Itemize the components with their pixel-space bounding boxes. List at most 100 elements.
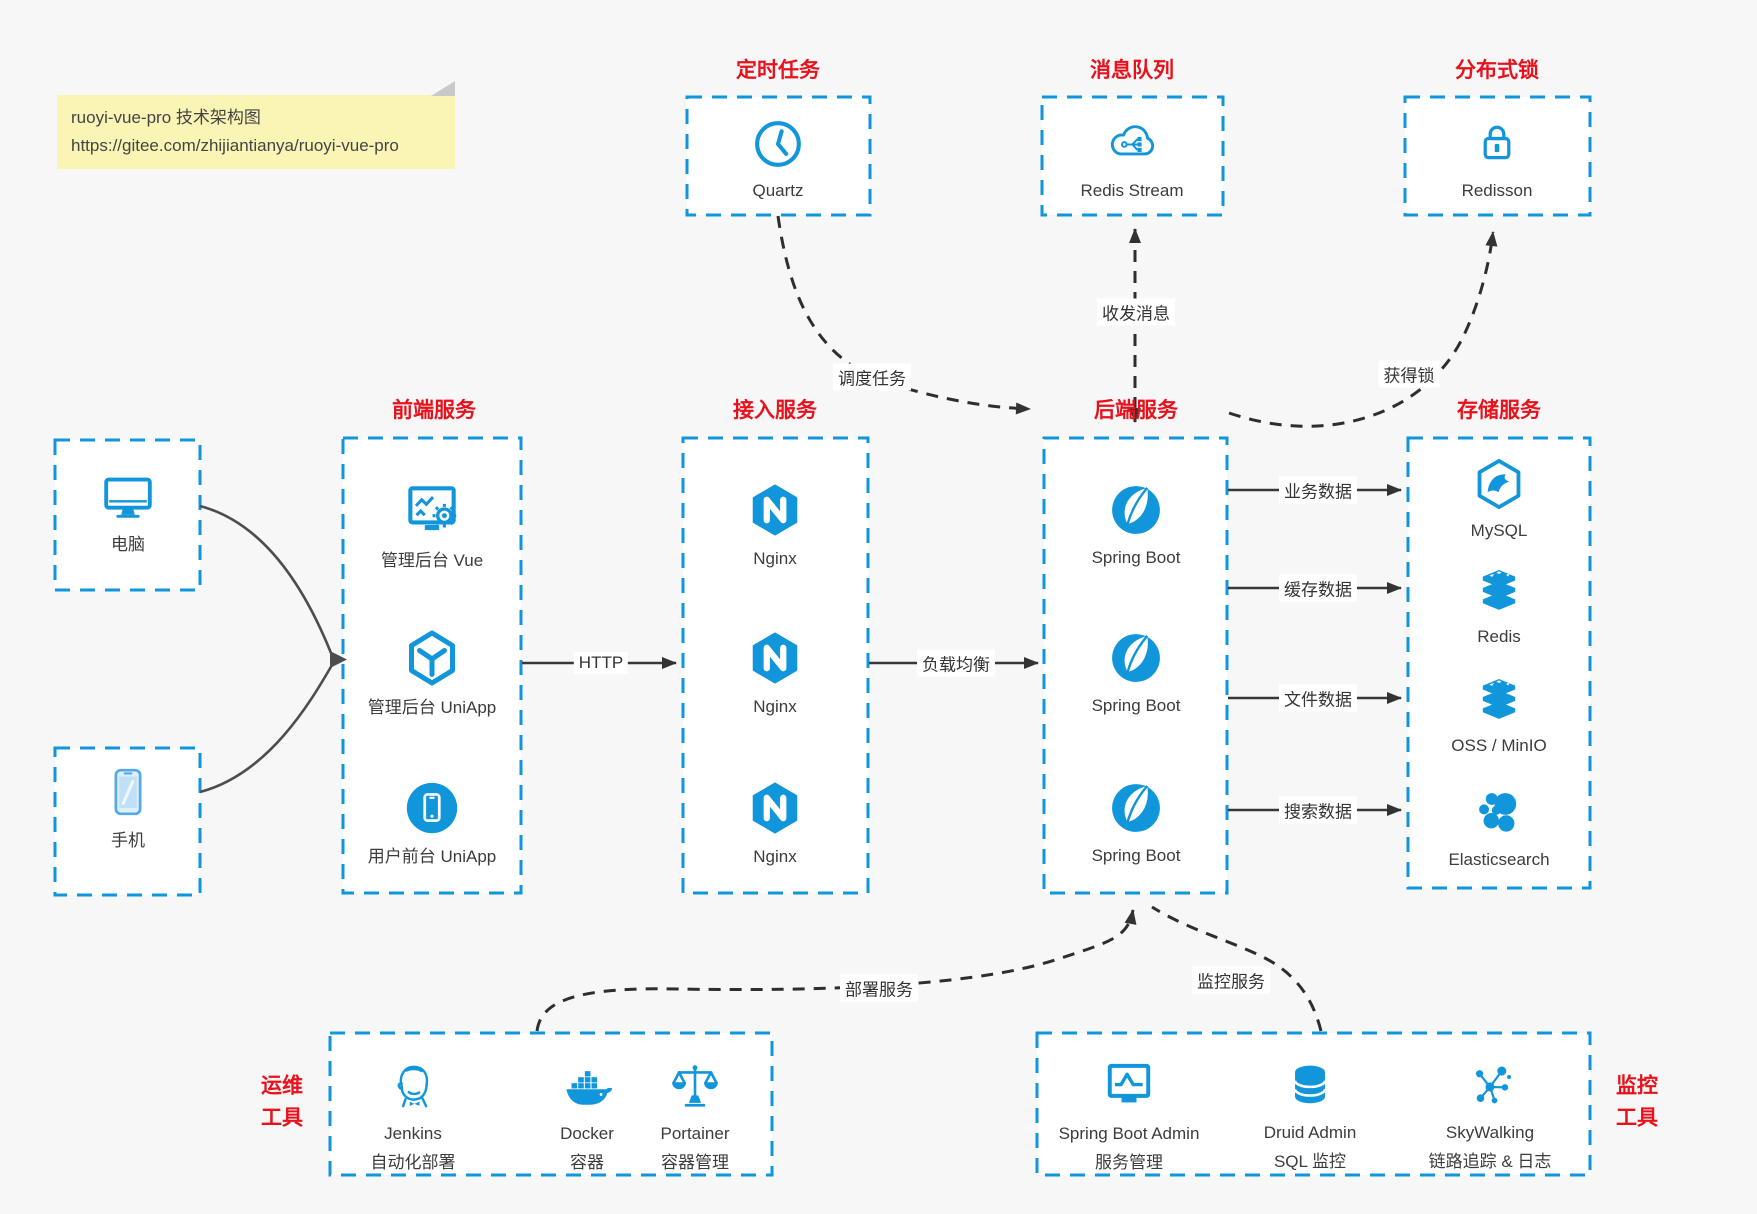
edge-label-send-receive-message: 收发消息 bbox=[1097, 298, 1175, 326]
item-label: 用户前台 UniApp bbox=[367, 847, 497, 866]
item-label: Portainer bbox=[660, 1124, 730, 1143]
docker-icon bbox=[566, 1071, 613, 1105]
item-label: Redisson bbox=[1461, 181, 1533, 200]
item-label: Redis Stream bbox=[1080, 181, 1184, 200]
monitoring-box bbox=[1035, 1031, 1592, 1177]
item-label: Nginx bbox=[753, 549, 797, 568]
storage-item-oss-minio: OSS / MinIO bbox=[1399, 672, 1599, 758]
uniapp-cube-icon bbox=[409, 630, 455, 686]
admin-vue-icon bbox=[408, 486, 457, 531]
edge-acquire-lock bbox=[1228, 231, 1498, 428]
sticky-note: ruoyi-vue-pro 技术架构图 https://gitee.com/zh… bbox=[57, 81, 455, 170]
storage-item-redis: Redis bbox=[1399, 563, 1599, 649]
mysql-icon bbox=[1477, 458, 1521, 510]
item-label: Spring Boot Admin bbox=[1058, 1124, 1200, 1143]
edge-pc-to-frontend bbox=[199, 504, 333, 654]
item-label: 管理后台 Vue bbox=[380, 551, 484, 570]
edge-label-deploy-service: 部署服务 bbox=[840, 974, 918, 1002]
spring-boot-icon bbox=[1112, 784, 1160, 832]
title-frontend: 前端服务 bbox=[392, 399, 476, 422]
backend-item-spring-boot-2: Spring Boot bbox=[1036, 628, 1236, 718]
item-sublabel: 自动化部署 bbox=[370, 1152, 456, 1172]
item-label: Druid Admin bbox=[1263, 1123, 1357, 1142]
edge-label-http: HTTP bbox=[573, 652, 629, 674]
title-storage: 存储服务 bbox=[1457, 399, 1541, 422]
item-sublabel: 服务管理 bbox=[1095, 1152, 1163, 1172]
client-arrowhead bbox=[330, 651, 347, 668]
backend-item-spring-boot-1: Spring Boot bbox=[1036, 480, 1236, 570]
item-label: Docker bbox=[560, 1124, 614, 1143]
edge-label-cache-data: 缓存数据 bbox=[1279, 574, 1357, 602]
computer-icon bbox=[104, 477, 152, 518]
edge-label-schedule-task: 调度任务 bbox=[833, 363, 911, 391]
monitoring-item-druid-admin: Druid Admin SQL 监控 bbox=[1210, 1057, 1410, 1172]
frontend-item-user-uniapp: 用户前台 UniApp bbox=[332, 777, 532, 869]
spring-boot-icon bbox=[1112, 634, 1160, 682]
note-fold-corner bbox=[431, 81, 455, 96]
message-queue-item-redis-stream: Redis Stream bbox=[1032, 115, 1232, 203]
devops-item-portainer: Portainer 容器管理 bbox=[595, 1056, 795, 1173]
item-label: Spring Boot bbox=[1091, 548, 1181, 567]
client-item-mobile: 手机 bbox=[28, 761, 228, 853]
edge-label-monitor-service: 监控服务 bbox=[1192, 966, 1270, 994]
scheduled-job-item-quartz: Quartz bbox=[678, 115, 878, 203]
storage-item-elasticsearch: Elasticsearch bbox=[1399, 784, 1599, 872]
title-message-queue: 消息队列 bbox=[1090, 59, 1174, 82]
nginx-icon bbox=[752, 484, 798, 536]
item-label: Spring Boot bbox=[1091, 846, 1181, 865]
lock-icon bbox=[1483, 125, 1511, 160]
portainer-scales-icon bbox=[672, 1065, 718, 1107]
item-label: 管理后台 UniApp bbox=[367, 698, 497, 717]
devops-item-docker: Docker 容器 bbox=[487, 1056, 687, 1173]
item-sublabel: 链路追踪 & 日志 bbox=[1428, 1151, 1552, 1171]
skywalking-network-icon bbox=[1475, 1066, 1512, 1104]
item-label: MySQL bbox=[1470, 521, 1528, 540]
nginx-icon bbox=[752, 632, 798, 684]
title-monitoring-tools: 监控 工具 bbox=[1616, 1074, 1658, 1130]
edge-label-search-data: 搜索数据 bbox=[1279, 796, 1357, 824]
frontend-item-admin-vue: 管理后台 Vue bbox=[332, 477, 532, 573]
item-sublabel: 容器 bbox=[570, 1152, 604, 1172]
clock-icon bbox=[755, 121, 801, 167]
item-label: SkyWalking bbox=[1445, 1123, 1535, 1142]
storage-item-mysql: MySQL bbox=[1399, 455, 1599, 543]
scheduled-job-box bbox=[685, 95, 872, 217]
spring-boot-icon bbox=[1112, 486, 1160, 534]
item-sublabel: SQL 监控 bbox=[1273, 1151, 1347, 1171]
message-queue-box bbox=[1040, 95, 1225, 217]
gateway-item-nginx-2: Nginx bbox=[675, 627, 875, 719]
note-url: https://gitee.com/zhijiantianya/ruoyi-vu… bbox=[71, 136, 399, 156]
backend-item-spring-boot-3: Spring Boot bbox=[1036, 778, 1236, 868]
edge-label-acquire-lock: 获得锁 bbox=[1378, 360, 1440, 388]
monitoring-item-skywalking: SkyWalking 链路追踪 & 日志 bbox=[1390, 1057, 1590, 1172]
title-gateway: 接入服务 bbox=[733, 399, 817, 422]
oss-stack-icon bbox=[1482, 679, 1516, 719]
item-label: Quartz bbox=[752, 181, 804, 200]
item-sublabel: 容器管理 bbox=[661, 1152, 729, 1172]
item-label: Spring Boot bbox=[1091, 696, 1181, 715]
title-backend: 后端服务 bbox=[1094, 399, 1178, 422]
elasticsearch-icon bbox=[1479, 793, 1517, 832]
item-label: Nginx bbox=[753, 697, 797, 716]
client-item-pc: 电脑 bbox=[28, 465, 228, 557]
edge-label-business-data: 业务数据 bbox=[1279, 476, 1357, 504]
user-app-icon bbox=[406, 782, 458, 834]
edge-label-file-data: 文件数据 bbox=[1279, 684, 1357, 712]
jenkins-icon bbox=[397, 1065, 429, 1108]
title-distributed-lock: 分布式锁 bbox=[1455, 59, 1539, 82]
cloud-stream-icon bbox=[1110, 125, 1155, 156]
database-icon bbox=[1293, 1065, 1327, 1104]
smartphone-icon bbox=[114, 768, 142, 816]
item-label: Jenkins bbox=[384, 1124, 442, 1143]
edge-deploy-service bbox=[535, 909, 1137, 1032]
item-label: Nginx bbox=[753, 847, 797, 866]
frontend-item-admin-uniapp: 管理后台 UniApp bbox=[332, 626, 532, 720]
item-label: OSS / MinIO bbox=[1451, 736, 1547, 755]
edge-mobile-to-frontend bbox=[199, 664, 334, 794]
title-devops-tools: 运维 工具 bbox=[261, 1074, 303, 1130]
item-label: 手机 bbox=[111, 831, 145, 850]
edge-label-load-balance: 负载均衡 bbox=[917, 649, 995, 677]
note-title: ruoyi-vue-pro 技术架构图 bbox=[71, 108, 261, 127]
monitoring-item-spring-boot-admin: Spring Boot Admin 服务管理 bbox=[1029, 1056, 1229, 1173]
